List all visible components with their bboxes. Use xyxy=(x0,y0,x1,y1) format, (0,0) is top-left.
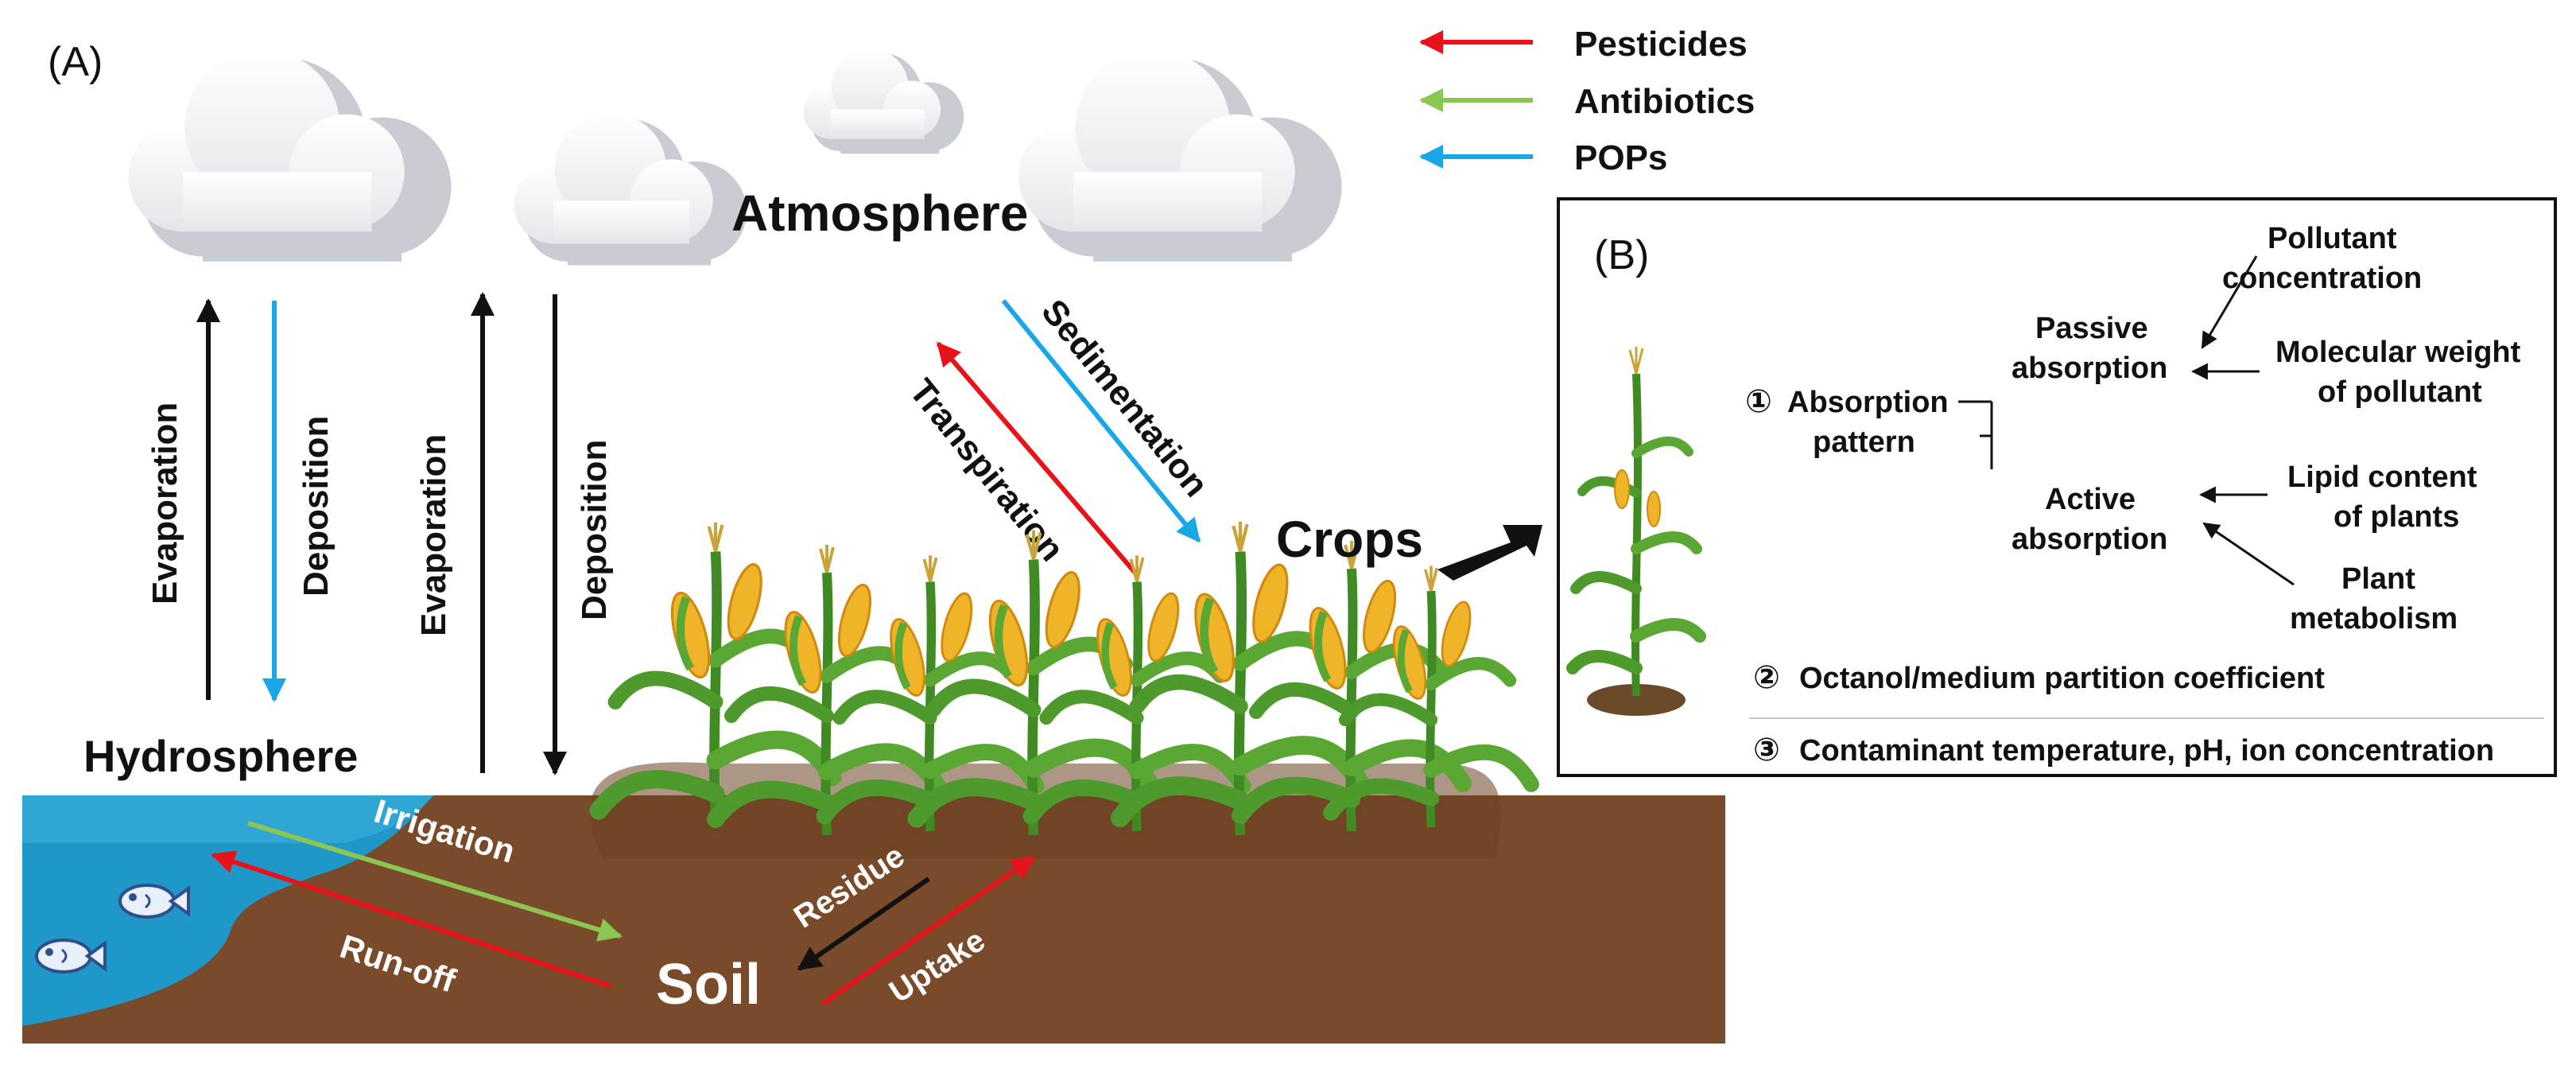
uptake-arrow xyxy=(821,855,1036,1006)
sedimentation-arrow xyxy=(1001,299,1201,543)
soil-label: Soil xyxy=(656,953,761,1016)
pollutant-concentration-line-1: Pollutant xyxy=(2268,222,2397,255)
evaporation-label-2: Evaporation xyxy=(414,434,453,636)
legend-label-pesticides: Pesticides xyxy=(1574,25,1748,64)
cloud-icon xyxy=(1018,49,1342,262)
panel-b-label: (B) xyxy=(1594,232,1649,278)
factor-3-number: ③ xyxy=(1753,733,1780,768)
factor-1-number: ① xyxy=(1745,384,1772,419)
evaporation-label-1: Evaporation xyxy=(145,402,184,604)
pollutant-concentration-line-2: concentration xyxy=(2222,262,2422,295)
factor-1-line-1: Absorption xyxy=(1787,386,1949,419)
active-absorption-line-1: Active xyxy=(2045,483,2136,516)
lipid-content-line-2: of plants xyxy=(2334,500,2459,534)
panel-b-frame xyxy=(1557,197,2557,777)
sedimentation-label: Sedimentation xyxy=(1034,292,1216,503)
legend-label-pops: POPs xyxy=(1574,138,1667,177)
cloud-icon xyxy=(803,49,964,154)
factor-1-line-2: pattern xyxy=(1813,426,1915,459)
atmosphere-label: Atmosphere xyxy=(731,185,1028,242)
crop-field-illustration xyxy=(591,522,1531,859)
molecular-weight-line-2: of pollutant xyxy=(2318,375,2482,409)
arrow-concentration-to-passive xyxy=(2201,255,2258,349)
passive-absorption-line-2: absorption xyxy=(2012,352,2167,385)
transpiration-arrow xyxy=(936,341,1141,578)
passive-absorption-line-1: Passive xyxy=(2035,312,2148,345)
legend: Pesticides Antibiotics POPs xyxy=(1419,25,1755,177)
crops-pointer-arrow xyxy=(1437,525,1542,581)
water-body xyxy=(22,795,433,1026)
residue-arrow xyxy=(797,876,930,971)
cloud-icon xyxy=(514,112,747,266)
factor-2-number: ② xyxy=(1753,660,1780,695)
corn-plant-icon xyxy=(1566,347,1706,716)
deposition-label-1: Deposition xyxy=(297,416,336,597)
cloud-icon xyxy=(128,49,452,262)
crops-label: Crops xyxy=(1276,511,1423,568)
legend-label-antibiotics: Antibiotics xyxy=(1574,82,1755,121)
lipid-content-line-1: Lipid content xyxy=(2287,461,2477,494)
deposition-label-2: Deposition xyxy=(575,440,614,620)
factor-2-text: Octanol/medium partition coefficient xyxy=(1799,662,2325,695)
run-off-arrow xyxy=(211,850,611,989)
plant-metabolism-line-1: Plant xyxy=(2341,562,2415,596)
panel-b: (B) ① Absorption pattern Passive absorpt… xyxy=(1557,197,2557,777)
factor-1-bracket xyxy=(1958,400,1993,469)
hydrosphere-label: Hydrosphere xyxy=(83,731,358,781)
molecular-weight-line-1: Molecular weight xyxy=(2275,336,2521,369)
plant-metabolism-line-2: metabolism xyxy=(2290,602,2458,636)
active-absorption-line-2: absorption xyxy=(2012,523,2167,556)
arrow-metabolism-to-active xyxy=(2202,522,2295,586)
irrigation-arrow xyxy=(247,821,623,942)
panel-a-label: (A) xyxy=(48,39,103,85)
factor-3-text: Contaminant temperature, pH, ion concent… xyxy=(1799,734,2494,768)
